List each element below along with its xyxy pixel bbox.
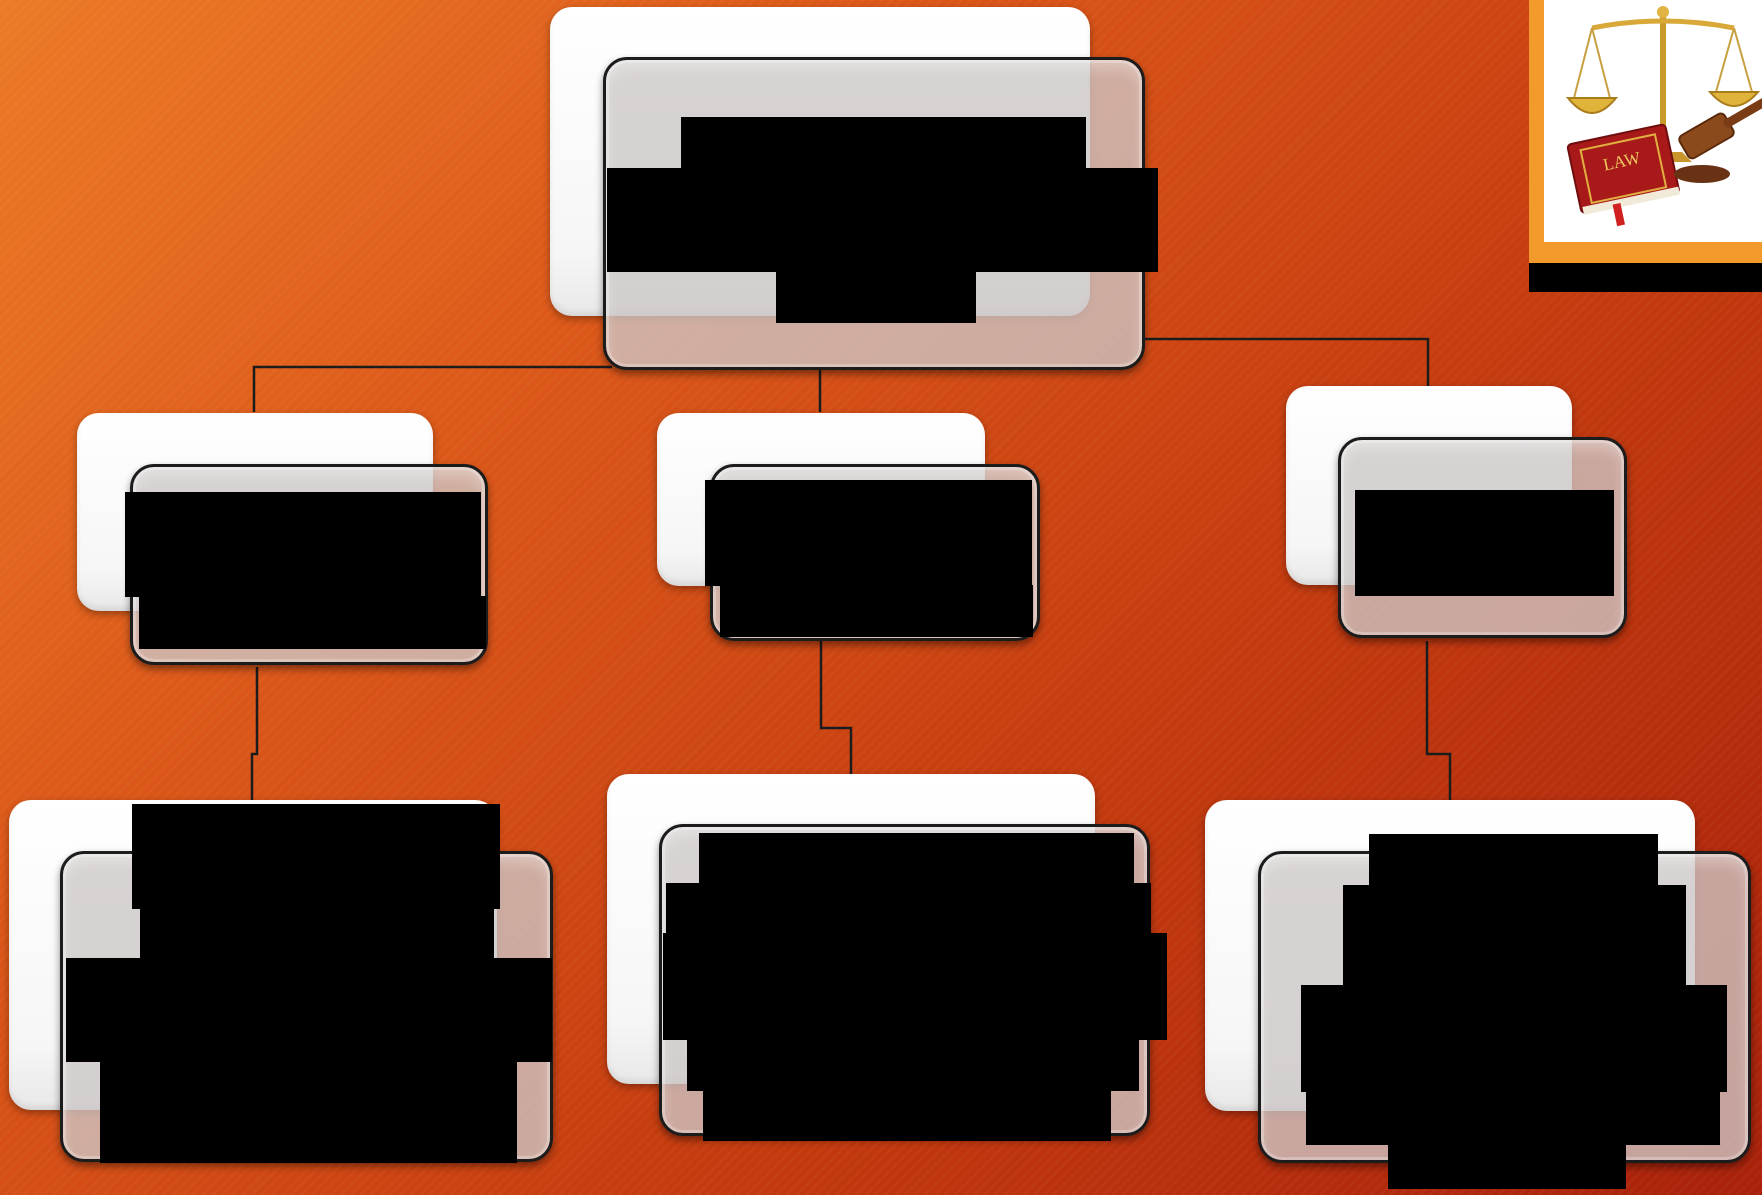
node-level1-center-label xyxy=(720,490,1030,630)
connector-root-right xyxy=(1143,339,1428,386)
connector-center-child xyxy=(821,641,851,774)
node-level1-left-label xyxy=(140,500,480,640)
connector-left-child xyxy=(252,667,257,800)
logo-caption-redacted xyxy=(1529,263,1762,292)
node-level1-right-label xyxy=(1360,500,1610,590)
node-level2-left-label xyxy=(80,820,530,1150)
connector-root-left xyxy=(254,367,612,412)
node-level2-right-label xyxy=(1290,860,1740,1180)
connector-right-child xyxy=(1427,641,1450,800)
node-root-label xyxy=(620,130,1140,310)
scales-of-justice-icon: LAW xyxy=(1552,2,1762,234)
node-level2-center-label xyxy=(680,840,1130,1130)
